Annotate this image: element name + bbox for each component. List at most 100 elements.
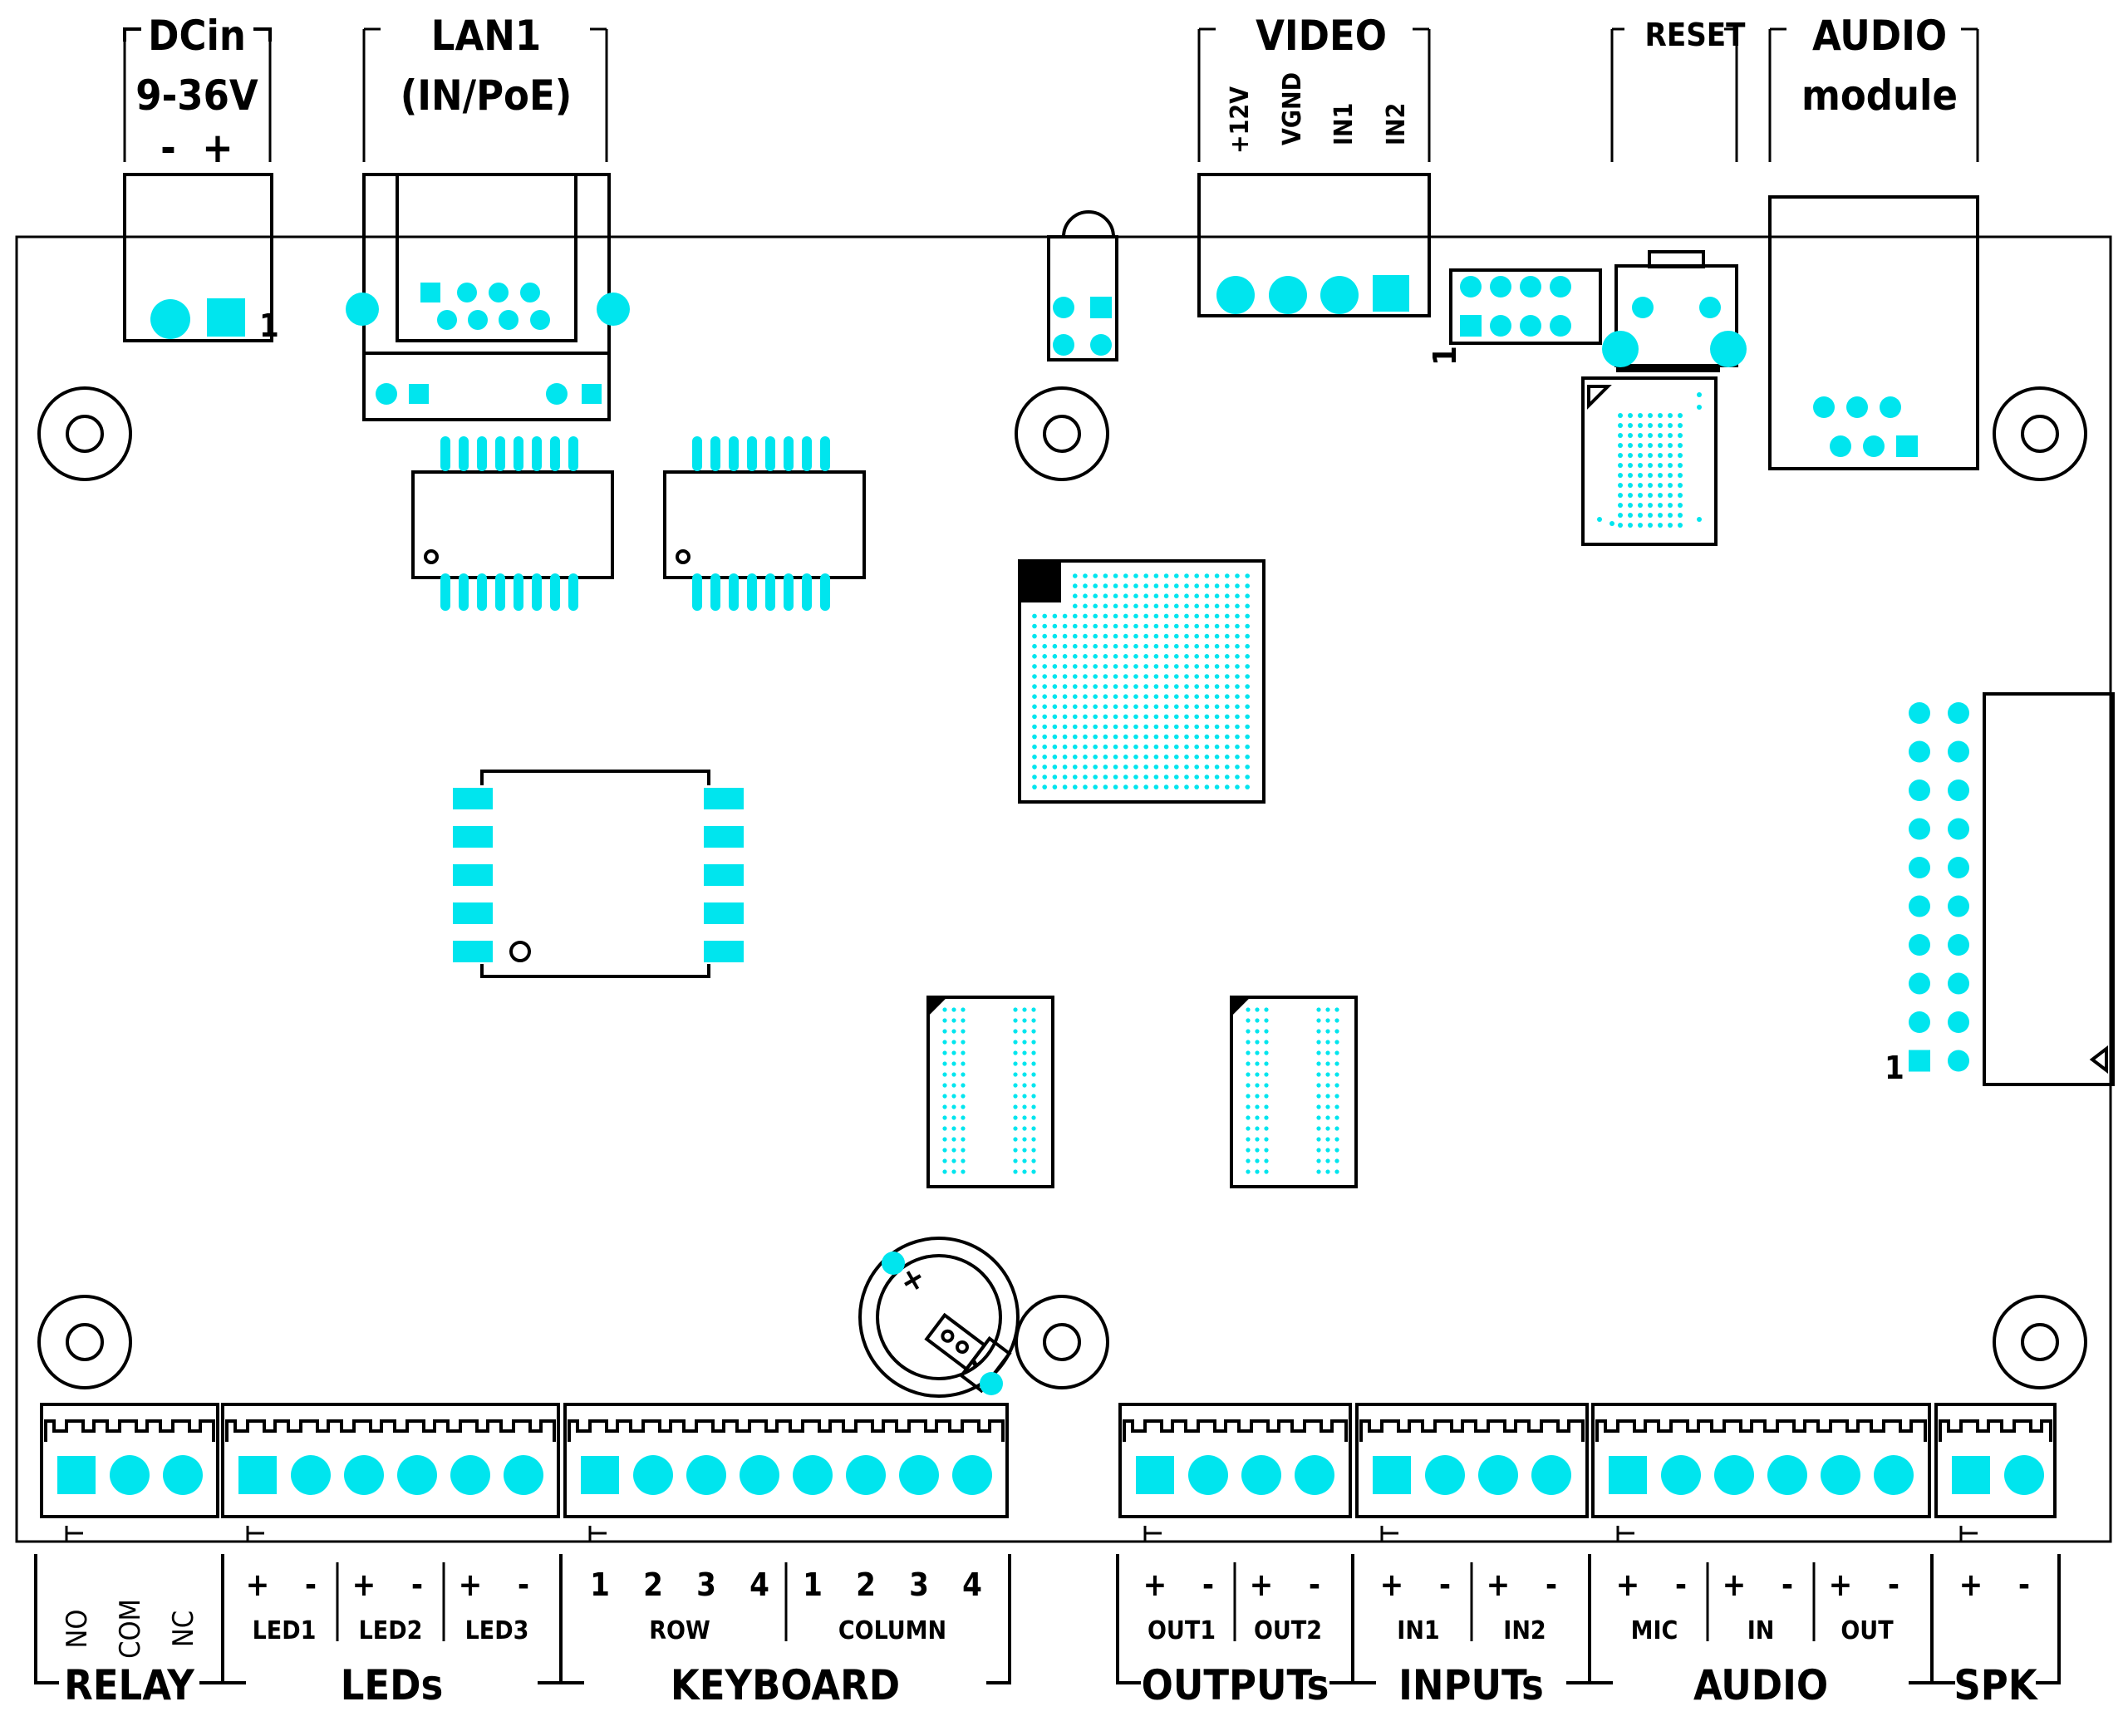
- terminal-pad: [1714, 1455, 1754, 1495]
- video-label: VIDEO: [1256, 12, 1387, 60]
- bga-ball: [1648, 413, 1653, 418]
- mem-ball: [942, 1050, 947, 1055]
- mem-ball: [1316, 1158, 1321, 1163]
- soic-chip-lead: [710, 573, 720, 611]
- pin-label: +: [1723, 1566, 1747, 1603]
- bga-ball: [1052, 684, 1058, 689]
- bga-ball: [1184, 654, 1189, 659]
- terminal-pad: [686, 1455, 726, 1495]
- mem-ball: [1013, 1094, 1018, 1099]
- mem-ball: [1031, 1158, 1036, 1163]
- bga-ball: [1042, 684, 1047, 689]
- battery-inner: [876, 1254, 1002, 1380]
- terminal-block: [1934, 1403, 2057, 1518]
- bga-ball: [1042, 734, 1047, 740]
- bga-ball: [1153, 573, 1159, 578]
- bga-ball: [1214, 583, 1220, 588]
- bga-ball: [1073, 755, 1078, 760]
- bga-ball: [1235, 694, 1240, 699]
- bga-ball: [1628, 463, 1633, 468]
- mem-ball: [1031, 1040, 1036, 1045]
- mem-ball: [1031, 1104, 1036, 1109]
- mem-ball: [1334, 1061, 1339, 1066]
- bga-ball: [1194, 613, 1199, 619]
- bga-ball: [1204, 573, 1210, 578]
- video-pad-square: [1373, 275, 1409, 312]
- terminal-pad: [344, 1455, 384, 1495]
- bga-ball: [1668, 493, 1673, 498]
- mem-ball: [1316, 1169, 1321, 1174]
- bga-ball: [1214, 714, 1220, 720]
- bga-ball: [1103, 684, 1108, 689]
- bga-ball: [1073, 724, 1078, 730]
- bga-ball: [1235, 583, 1240, 588]
- pad-round: [1597, 517, 1602, 522]
- bga-ball: [1658, 493, 1663, 498]
- mem-ball: [1246, 1169, 1251, 1174]
- bga-ball: [1052, 704, 1058, 710]
- bga-ball: [1123, 623, 1128, 629]
- bga-ball: [1133, 734, 1138, 740]
- bga-ball: [1235, 775, 1240, 779]
- pad-round: [1460, 276, 1482, 298]
- bga-ball: [1113, 744, 1118, 750]
- bga-ball: [1143, 633, 1148, 639]
- bga-ball: [1062, 654, 1068, 659]
- bga-ball: [1214, 603, 1220, 609]
- sub-label-column: COLUMN: [838, 1616, 946, 1645]
- bga-ball: [1638, 423, 1643, 428]
- mem-ball: [1246, 1007, 1251, 1012]
- bga-ball: [1052, 613, 1058, 619]
- bga-ball: [1668, 413, 1673, 418]
- bga-ball: [1648, 503, 1653, 508]
- bga-ball: [1052, 714, 1058, 720]
- terminal-pad-square: [581, 1456, 619, 1494]
- bga-ball: [1618, 483, 1623, 488]
- mem-ball: [1264, 1072, 1269, 1077]
- smd-chip-outline: [480, 964, 710, 978]
- bga-ball: [1235, 603, 1240, 609]
- smd-chip-pin1-dot: [509, 941, 531, 962]
- bga-ball: [1235, 633, 1240, 639]
- bga-ball: [1225, 684, 1230, 689]
- bga-ball: [1073, 684, 1078, 689]
- pad-round: [1520, 276, 1541, 298]
- mem-ball: [1022, 1148, 1027, 1153]
- bga-ball: [1062, 694, 1068, 699]
- battery-clip-hole: [955, 1340, 969, 1355]
- mem-ball: [1264, 1115, 1269, 1120]
- bga-ball: [1153, 784, 1159, 789]
- mem-ball: [1022, 1061, 1027, 1066]
- bga-ball: [1204, 643, 1210, 649]
- bga-ball: [1083, 684, 1088, 689]
- mem-ball: [1013, 1018, 1018, 1023]
- pad-round: [1602, 331, 1639, 367]
- section-bracket: [2036, 1554, 2061, 1684]
- bga-ball: [1133, 744, 1138, 750]
- mem-ball: [1022, 1126, 1027, 1131]
- pad-round: [1909, 895, 1930, 917]
- mem-ball: [961, 1104, 966, 1109]
- smd-chip-lead: [453, 864, 493, 886]
- bga-ball: [1235, 704, 1240, 710]
- bga-ball: [1083, 784, 1088, 789]
- pad-round: [1948, 972, 1969, 995]
- bga-ball: [1042, 704, 1047, 710]
- bga-ball: [1235, 593, 1240, 598]
- bga-ball: [1042, 633, 1047, 639]
- audio-module-label: AUDIO: [1812, 12, 1947, 60]
- mem-ball: [1316, 1050, 1321, 1055]
- bga-ball: [1042, 755, 1047, 760]
- bga-ball: [1103, 694, 1108, 699]
- bga-ball: [1113, 623, 1118, 629]
- bga-ball: [1073, 593, 1078, 598]
- bga-ball: [1153, 744, 1159, 750]
- bga-ball: [1638, 453, 1643, 458]
- mem-ball: [1022, 1029, 1027, 1034]
- bga-ball: [1245, 643, 1250, 649]
- bga-ball: [1083, 643, 1088, 649]
- terminal-pad-square: [1952, 1456, 1990, 1494]
- bga-ball: [1245, 775, 1250, 779]
- mem-ball: [1031, 1126, 1036, 1131]
- bga-ball: [1052, 643, 1058, 649]
